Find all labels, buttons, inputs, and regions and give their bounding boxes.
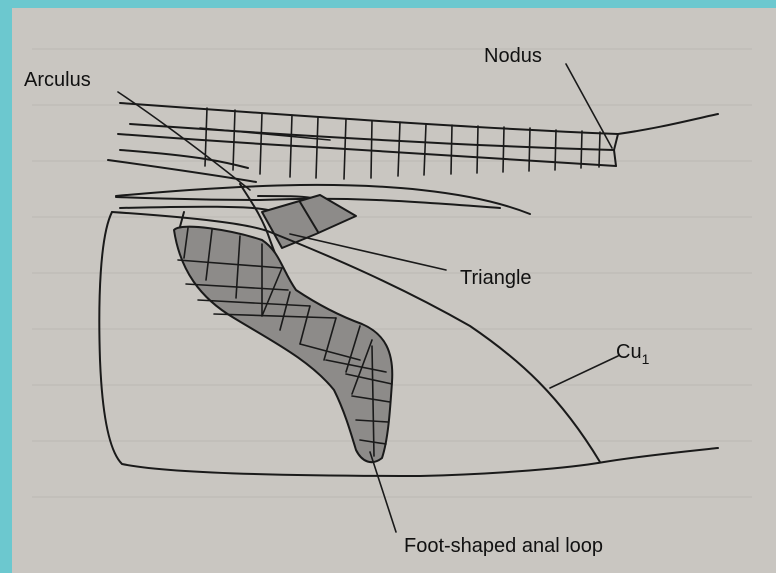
- triangle-leader: [290, 234, 446, 270]
- anal-loop: [174, 227, 392, 462]
- anal-loop-leader: [370, 452, 396, 532]
- triangle-cell: [262, 195, 356, 248]
- nodus-leader: [566, 64, 612, 148]
- label-nodus: Nodus: [484, 45, 542, 67]
- label-cu1: Cu1: [616, 341, 650, 367]
- label-triangle: Triangle: [460, 267, 532, 289]
- cu1-leader: [550, 356, 618, 388]
- label-arculus: Arculus: [24, 69, 91, 91]
- label-cu1-subscript: 1: [642, 351, 650, 367]
- label-cu1-main: Cu: [616, 341, 642, 363]
- costal-band: [108, 103, 718, 182]
- label-anal-loop: Foot-shaped anal loop: [404, 535, 603, 557]
